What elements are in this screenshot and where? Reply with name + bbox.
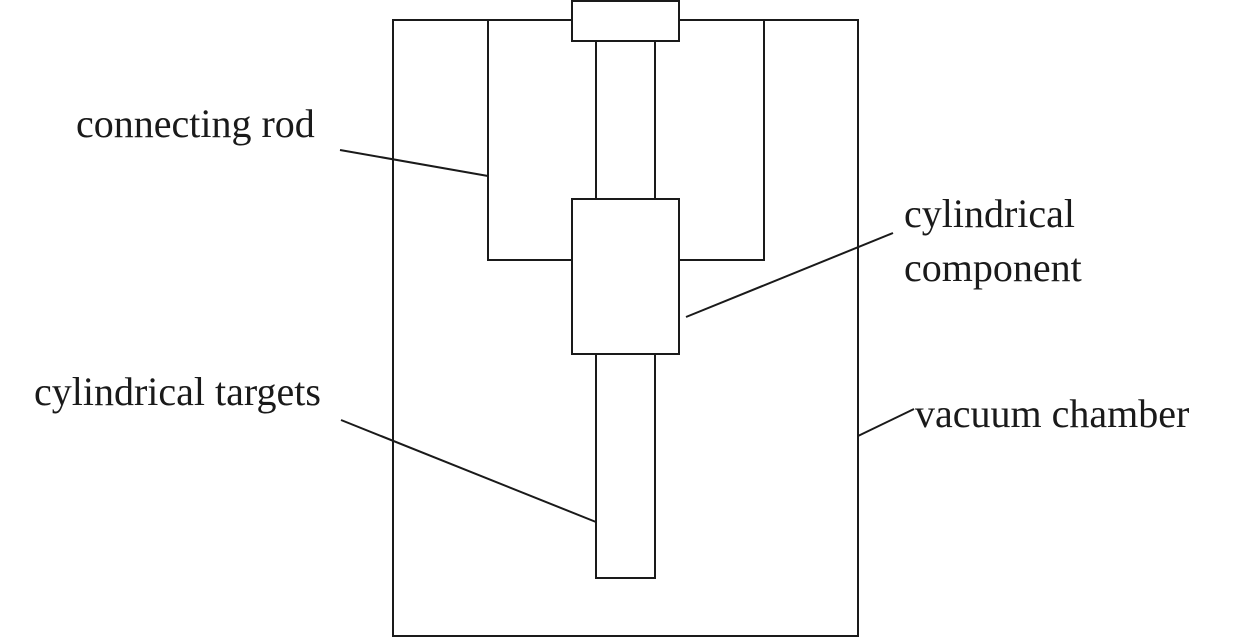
cylindrical-component <box>571 198 680 355</box>
cylindrical-targets-label: cylindrical targets <box>34 369 321 414</box>
connecting-rod-right-arm <box>679 20 765 261</box>
connecting-rod-leader <box>339 149 489 177</box>
cylindrical-targets-leader <box>340 419 597 523</box>
connecting-rod-left-arm <box>487 20 572 261</box>
cylindrical-targets <box>595 352 656 579</box>
cylindrical-component-label-line2: component <box>904 245 1082 290</box>
connecting-rod-label: connecting rod <box>76 101 315 146</box>
vacuum-chamber-label: vacuum chamber <box>915 391 1189 436</box>
top-cap <box>571 0 680 42</box>
upper-shaft <box>595 39 656 201</box>
vacuum-chamber-leader <box>857 408 915 437</box>
cylindrical-component-leader <box>685 232 894 318</box>
cylindrical-component-label-line1: cylindrical <box>904 191 1075 236</box>
